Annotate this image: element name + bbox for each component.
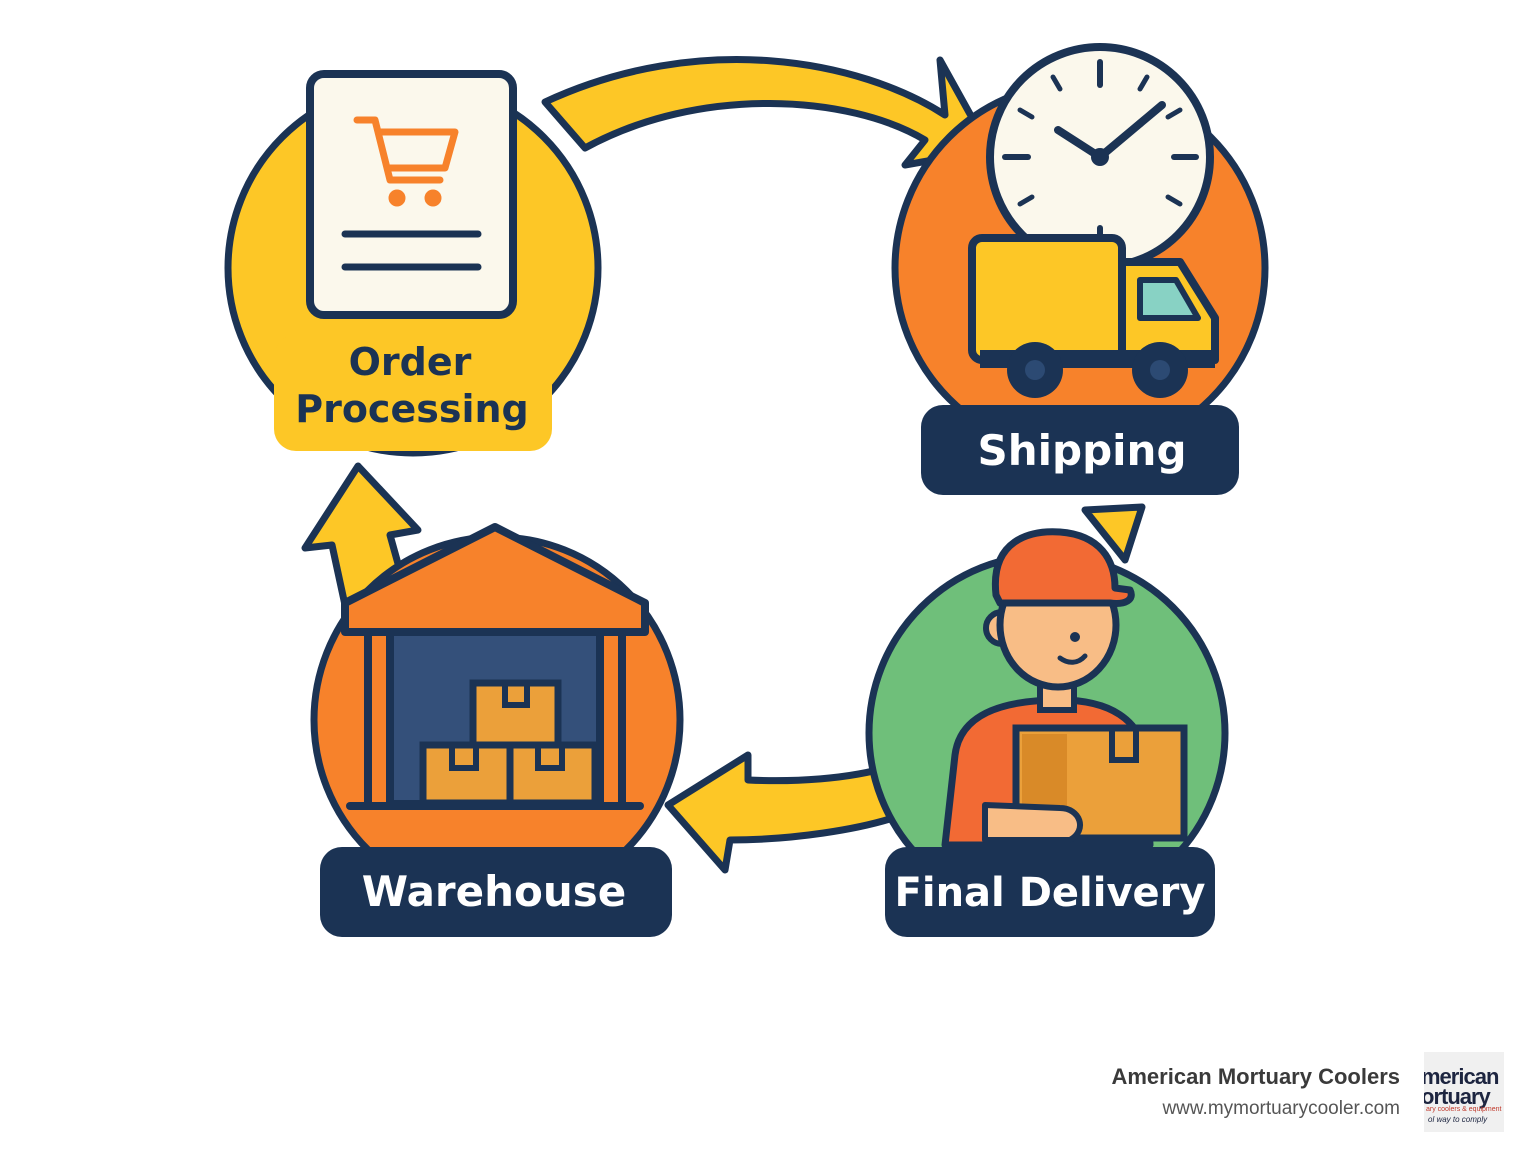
courier-person-icon: [941, 528, 1188, 849]
footer-website-url[interactable]: www.mymortuarycooler.com: [1162, 1098, 1400, 1119]
node-final-delivery: Final Delivery: [865, 528, 1229, 937]
delivery-truck-icon: [968, 234, 1219, 398]
arrow-order-to-shipping: [541, 56, 994, 169]
arrow-shipping-to-delivery: [1081, 503, 1146, 564]
order-document-icon: [306, 70, 517, 319]
shipping-label-plate: [921, 405, 1239, 495]
footer-company-name: American Mortuary Coolers: [1111, 1064, 1400, 1089]
node-warehouse: Warehouse: [310, 523, 684, 937]
arrow-delivery-to-warehouse: [664, 751, 906, 874]
company-logo: merican ortuary ary coolers & equipment …: [1424, 1052, 1504, 1132]
warehouse-label-plate: [320, 847, 672, 937]
logo-line-4: ol way to comply: [1428, 1115, 1488, 1124]
warehouse-boxes-icon: [419, 679, 599, 807]
shopping-cart-icon: [353, 116, 459, 207]
order-processing-label-line2: Processing: [295, 387, 529, 431]
warehouse-label: Warehouse: [362, 867, 627, 916]
final-delivery-label-plate: [885, 847, 1215, 937]
shipping-label: Shipping: [977, 426, 1186, 475]
logo-line-1: merican: [1424, 1064, 1499, 1089]
logo-line-3: ary coolers & equipment: [1426, 1106, 1502, 1113]
logo-line-2: ortuary: [1424, 1084, 1491, 1109]
node-shipping: Shipping: [891, 43, 1269, 495]
node-order-processing: Order Processing: [224, 70, 602, 457]
order-processing-label-plate: [274, 335, 552, 451]
final-delivery-label: Final Delivery: [895, 870, 1206, 916]
order-processing-label-line1: Order: [349, 340, 472, 384]
